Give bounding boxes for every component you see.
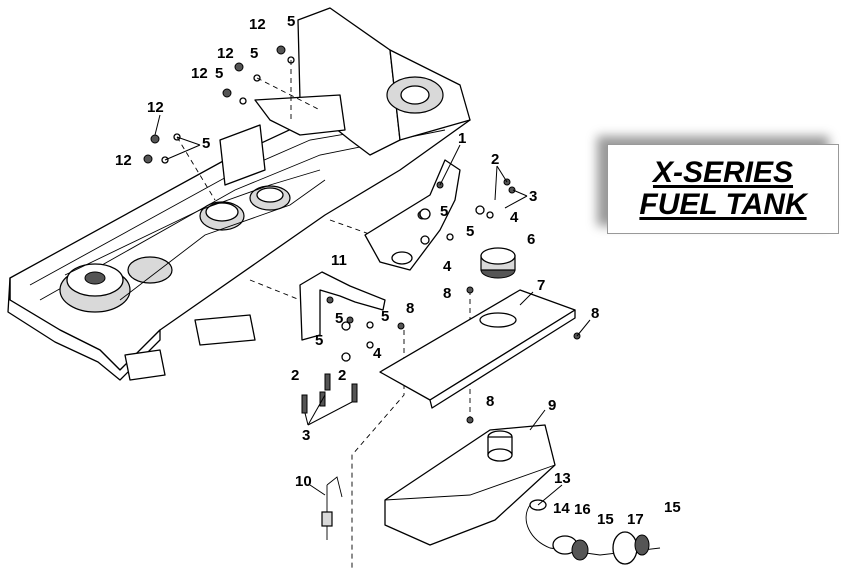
callout-15: 15 (664, 499, 681, 516)
callout-7: 7 (537, 277, 545, 294)
callout-3: 3 (529, 188, 537, 205)
fuel-cap-part-6 (480, 247, 516, 279)
callout-13: 13 (554, 470, 571, 487)
tank-bracket-part-11 (299, 271, 386, 341)
callout-4: 4 (510, 209, 519, 226)
callout-8: 8 (591, 305, 599, 322)
loose-hardware (301, 178, 581, 424)
frame-hardware (143, 45, 295, 164)
callout-2: 2 (491, 151, 499, 168)
callout-12: 12 (191, 65, 208, 82)
callout-1: 1 (458, 130, 466, 147)
callout-5: 5 (202, 135, 210, 152)
callout-8: 8 (486, 393, 494, 410)
assembly-lines (176, 60, 471, 570)
callout-2: 2 (338, 367, 346, 384)
fuel-line-assembly (525, 499, 661, 565)
mower-frame (7, 7, 471, 381)
callout-6: 6 (527, 231, 535, 248)
callout-15: 15 (597, 511, 614, 528)
callout-9: 9 (548, 397, 556, 414)
fuel-shutoff-part-10 (321, 476, 343, 540)
title-line-2: FUEL TANK (639, 188, 807, 221)
leader-lines (154, 114, 591, 506)
diagram-title-box: X-SERIES FUEL TANK (607, 144, 839, 234)
tank-cover-part-7 (379, 289, 576, 409)
callout-4: 4 (443, 258, 452, 275)
callout-8: 8 (406, 300, 414, 317)
callout-5: 5 (215, 65, 223, 82)
callout-3: 3 (302, 427, 310, 444)
callout-5: 5 (381, 308, 389, 325)
callout-5: 5 (335, 310, 343, 327)
title-line-1: X-SERIES (652, 156, 794, 189)
callout-16: 16 (574, 501, 591, 518)
callout-2: 2 (291, 367, 299, 384)
callout-12: 12 (147, 99, 164, 116)
tank-bracket-part-1 (364, 159, 461, 271)
callout-5: 5 (440, 203, 448, 220)
callout-10: 10 (295, 473, 312, 490)
callout-11: 11 (331, 252, 347, 269)
callout-5: 5 (287, 13, 295, 30)
callout-5: 5 (466, 223, 474, 240)
callout-14: 14 (553, 500, 570, 517)
fuel-tank-part-9 (384, 424, 556, 546)
callout-12: 12 (217, 45, 234, 62)
callout-17: 17 (627, 511, 644, 528)
callout-12: 12 (249, 16, 266, 33)
callout-labels: 12 5 12 5 12 5 12 5 12 1 2 3 5 4 5 4 6 1… (115, 13, 681, 528)
callout-5: 5 (315, 332, 323, 349)
callout-8: 8 (443, 285, 451, 302)
callout-12: 12 (115, 152, 132, 169)
callout-4: 4 (373, 345, 382, 362)
callout-5: 5 (250, 45, 258, 62)
